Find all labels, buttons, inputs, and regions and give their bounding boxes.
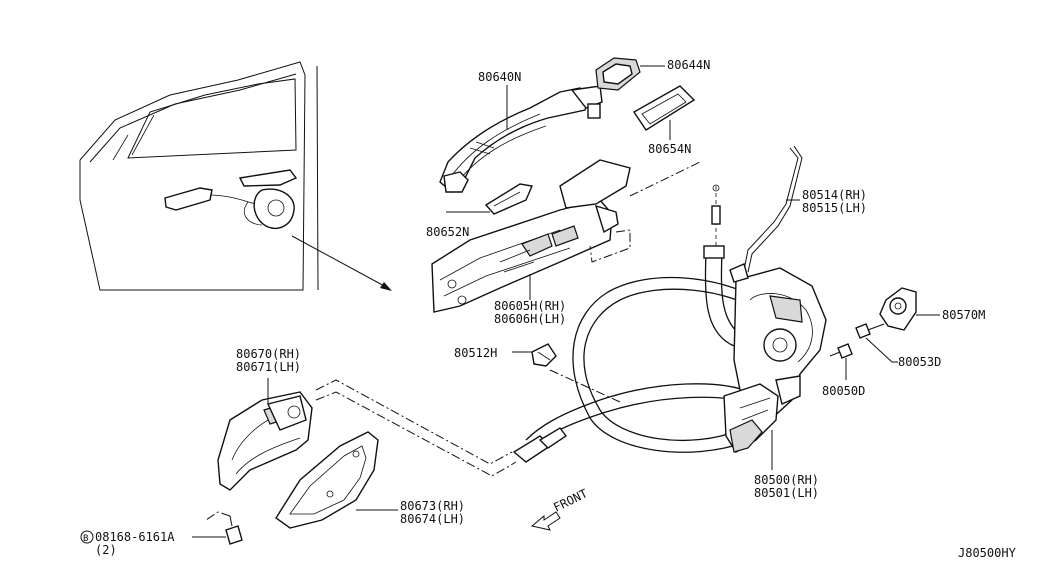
label-80674: 80674(LH): [400, 512, 465, 526]
label-bolt-qty: (2): [95, 543, 117, 557]
bolt-dash: [205, 511, 231, 521]
diagram-code: J80500HY: [958, 546, 1017, 560]
connector-dash-2: [629, 161, 701, 197]
cable-dash-1: [315, 379, 513, 465]
leader-arrowhead: [380, 282, 392, 291]
label-bolt: 08168-6161A: [95, 530, 175, 544]
label-80670: 80670(RH): [236, 347, 301, 361]
front-label: FRONT: [551, 486, 590, 514]
key-cylinder-cap: [595, 57, 641, 91]
door-handle-assembly-thumb: [164, 169, 298, 229]
lock-rod: [743, 145, 803, 273]
label-80512H: 80512H: [454, 346, 497, 360]
door-outline: [79, 61, 319, 291]
cable-dash-2: [315, 391, 517, 477]
label-80640N: 80640N: [478, 70, 521, 84]
label-80500: 80500(RH): [754, 473, 819, 487]
inside-handle: [217, 391, 313, 491]
label-80570M: 80570M: [942, 308, 985, 322]
outside-handle: [439, 85, 603, 193]
handle-bracket: [431, 159, 631, 313]
label-80514: 80514(RH): [802, 188, 867, 202]
handle-gasket: [632, 85, 696, 131]
striker-screw: [855, 323, 885, 339]
front-arrow-icon: [530, 511, 561, 531]
label-80644N: 80644N: [667, 58, 710, 72]
label-80501: 80501(LH): [754, 486, 819, 500]
door-striker: [879, 287, 917, 331]
label-80671: 80671(LH): [236, 360, 301, 374]
lock-bolt: [829, 343, 853, 359]
label-80053D: 80053D: [898, 355, 941, 369]
bolt-marker: B: [83, 534, 88, 544]
mounting-bolt: [225, 515, 243, 545]
rod-clip: [531, 343, 557, 367]
inside-escutcheon: [275, 431, 379, 529]
leader-arrow: [291, 235, 389, 289]
label-80654N: 80654N: [648, 142, 691, 156]
label-80515: 80515(LH): [802, 201, 867, 215]
label-80652N: 80652N: [426, 225, 469, 239]
leader-80053D: [865, 337, 898, 363]
label-80050D: 80050D: [822, 384, 865, 398]
cable-hoses: [512, 184, 775, 463]
handle-escutcheon: [484, 183, 533, 215]
label-80605H: 80605H(RH): [494, 299, 566, 313]
door-lock-actuator: [723, 263, 827, 453]
clip-dash: [549, 369, 621, 403]
bolt-marker-circle: [80, 530, 94, 544]
label-80606H: 80606H(LH): [494, 312, 566, 326]
label-80673: 80673(RH): [400, 499, 465, 513]
